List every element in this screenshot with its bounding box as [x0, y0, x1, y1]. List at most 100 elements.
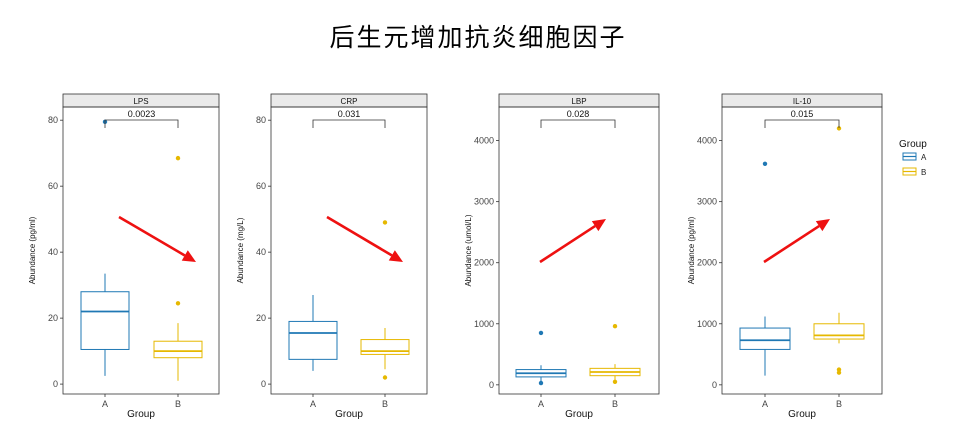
- y-axis-title: Abundance (umol/L): [464, 214, 473, 286]
- y-tick-label: 80: [48, 115, 58, 125]
- box-iqr: [360, 339, 410, 355]
- arrow-shaft: [539, 225, 596, 264]
- plot-frame: [498, 106, 660, 395]
- box-iqr: [288, 320, 338, 360]
- significance-bracket: [540, 119, 616, 128]
- y-tick-label: 1000: [474, 319, 494, 329]
- x-axis-title: Group: [127, 409, 155, 420]
- page-title: 后生元增加抗炎细胞因子: [329, 23, 627, 52]
- significance-bracket: [312, 119, 386, 128]
- significance-bracket: [104, 119, 179, 128]
- p-value-label: 0.0023: [128, 109, 156, 119]
- x-tick-label: A: [102, 399, 108, 409]
- x-tick-label: B: [382, 399, 388, 409]
- arrow-head: [591, 219, 606, 232]
- box-b: [813, 126, 865, 375]
- p-value-label: 0.015: [791, 109, 814, 119]
- box-iqr: [80, 291, 130, 350]
- x-axis-title: Group: [565, 409, 593, 420]
- outlier-point: [836, 126, 842, 131]
- facet-title: IL-10: [793, 97, 812, 106]
- outlier-point: [836, 367, 842, 372]
- x-tick-label: A: [762, 399, 768, 409]
- box-a: [288, 295, 338, 371]
- y-tick-label: 0: [712, 380, 717, 390]
- x-tick-label: B: [836, 399, 842, 409]
- arrow-head: [388, 250, 403, 262]
- x-tick-label: A: [538, 399, 544, 409]
- trend-arrow-down: [326, 215, 403, 262]
- arrow-shaft: [326, 215, 393, 257]
- box-b: [153, 155, 203, 381]
- y-tick-label: 4000: [474, 136, 494, 146]
- y-tick-label: 40: [48, 247, 58, 257]
- y-tick-label: 3000: [474, 197, 494, 207]
- y-tick-label: 3000: [697, 197, 717, 207]
- outlier-point: [175, 155, 181, 161]
- box-a: [515, 330, 567, 386]
- panel-crp: CRP 0 20 40 60 80A B Group Abundance (mg/L) 0.031: [236, 93, 428, 420]
- outlier-point: [175, 301, 181, 306]
- x-tick-label: B: [612, 399, 618, 409]
- legend-label: B: [921, 168, 926, 177]
- x-axis-title: Group: [788, 409, 816, 420]
- arrow-head: [181, 250, 196, 262]
- box-b: [360, 220, 410, 380]
- box-a: [739, 161, 791, 376]
- plot-frame: [270, 106, 428, 395]
- legend-label: A: [921, 153, 927, 162]
- x-axis-title: Group: [335, 409, 363, 420]
- outlier-point: [538, 380, 544, 386]
- y-tick-label: 0: [53, 379, 58, 389]
- facet-title: CRP: [341, 97, 358, 106]
- y-tick-label: 4000: [697, 136, 717, 146]
- x-tick-label: A: [310, 399, 316, 409]
- outlier-point: [762, 161, 768, 166]
- y-tick-label: 60: [48, 181, 58, 191]
- y-tick-label: 80: [256, 115, 266, 125]
- trend-arrow-up: [539, 219, 606, 264]
- legend-item-b: B: [902, 167, 926, 177]
- p-value-label: 0.031: [338, 109, 361, 119]
- box-b: [589, 324, 641, 384]
- outlier-point: [382, 375, 388, 380]
- y-tick-label: 0: [489, 380, 494, 390]
- box-iqr: [739, 327, 791, 350]
- y-tick-label: 2000: [697, 258, 717, 268]
- y-tick-label: 20: [48, 313, 58, 323]
- y-tick-label: 20: [256, 313, 266, 323]
- arrow-shaft: [763, 225, 820, 264]
- y-tick-label: 1000: [697, 319, 717, 329]
- box-a: [80, 119, 130, 376]
- outlier-point: [538, 330, 544, 336]
- legend-item-a: A: [902, 152, 927, 162]
- outlier-point: [612, 324, 618, 329]
- x-tick-label: B: [175, 399, 181, 409]
- facet-title: LBP: [571, 97, 586, 106]
- p-value-label: 0.028: [567, 109, 590, 119]
- significance-bracket: [764, 119, 840, 128]
- trend-arrow-up: [763, 219, 830, 264]
- plot-frame: [62, 106, 220, 395]
- box-iqr: [813, 323, 865, 340]
- arrow-shaft: [118, 215, 186, 257]
- legend-title: Group: [899, 139, 927, 150]
- y-axis-title: Abundance (mg/L): [236, 217, 245, 283]
- arrow-head: [815, 219, 830, 232]
- y-tick-label: 40: [256, 247, 266, 257]
- trend-arrow-down: [118, 215, 196, 262]
- facet-title: LPS: [133, 97, 148, 106]
- y-tick-label: 2000: [474, 258, 494, 268]
- y-tick-label: 0: [261, 379, 266, 389]
- box-iqr: [153, 340, 203, 359]
- outlier-point: [612, 379, 618, 384]
- plot-frame: [721, 106, 883, 395]
- outlier-point: [382, 220, 388, 225]
- y-axis-title: Abundance (pg/ml): [687, 216, 696, 284]
- y-tick-label: 60: [256, 181, 266, 191]
